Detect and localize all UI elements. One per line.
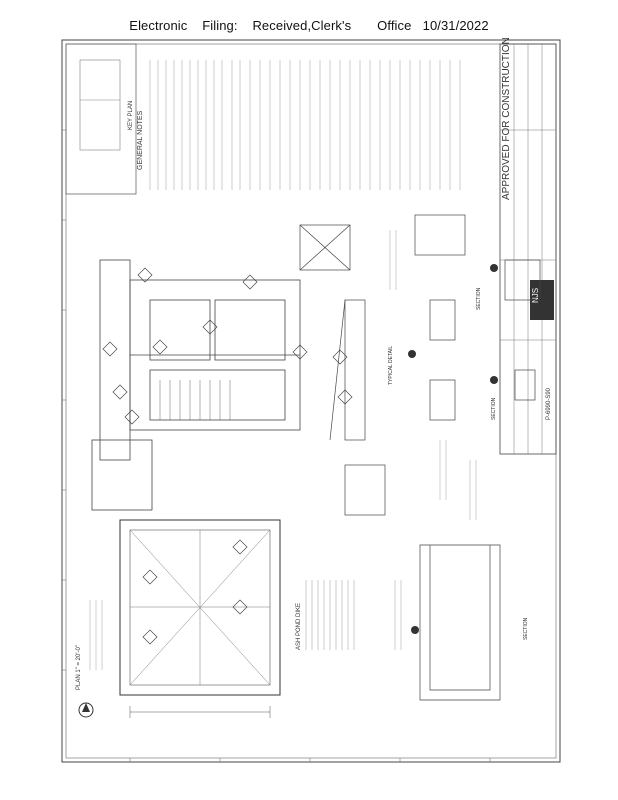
stair-hatching: [159, 380, 231, 420]
drawing-number: P-6990-S90: [546, 387, 552, 420]
general-notes-title: GENERAL NOTES: [137, 110, 144, 170]
right-sections: [344, 214, 541, 701]
section-label-2: SECTION: [491, 397, 497, 420]
grid-ticks-bottom: [129, 758, 491, 762]
typical-detail-label: TYPICAL DETAIL: [388, 346, 394, 385]
annotation-text-lines: [89, 230, 477, 670]
section-label-3: SECTION: [523, 617, 529, 640]
sheet-border: [61, 39, 561, 763]
grid-ticks-left: [62, 129, 66, 671]
wall-section-detail: [299, 224, 366, 441]
plan-scale-label: PLAN 1" = 20'-0": [76, 645, 82, 690]
section-label-1: SECTION: [476, 287, 482, 310]
logo-text: NJS: [531, 288, 540, 303]
section-bubbles: [408, 264, 498, 634]
ash-pond-dike-label: ASH POND DIKE: [296, 603, 302, 650]
main-plan-structures: [91, 259, 301, 511]
general-notes-block: [149, 60, 461, 190]
key-plan-box: [65, 43, 137, 195]
filing-stamp-header: Electronic Filing: Received,Clerk's Offi…: [129, 18, 489, 33]
detail-markers: [102, 267, 353, 425]
approval-stamp: APPROVED FOR CONSTRUCTION: [501, 37, 512, 200]
key-plan-title: KEY PLAN: [128, 101, 134, 130]
ash-pond-plan-outline: [119, 519, 281, 696]
